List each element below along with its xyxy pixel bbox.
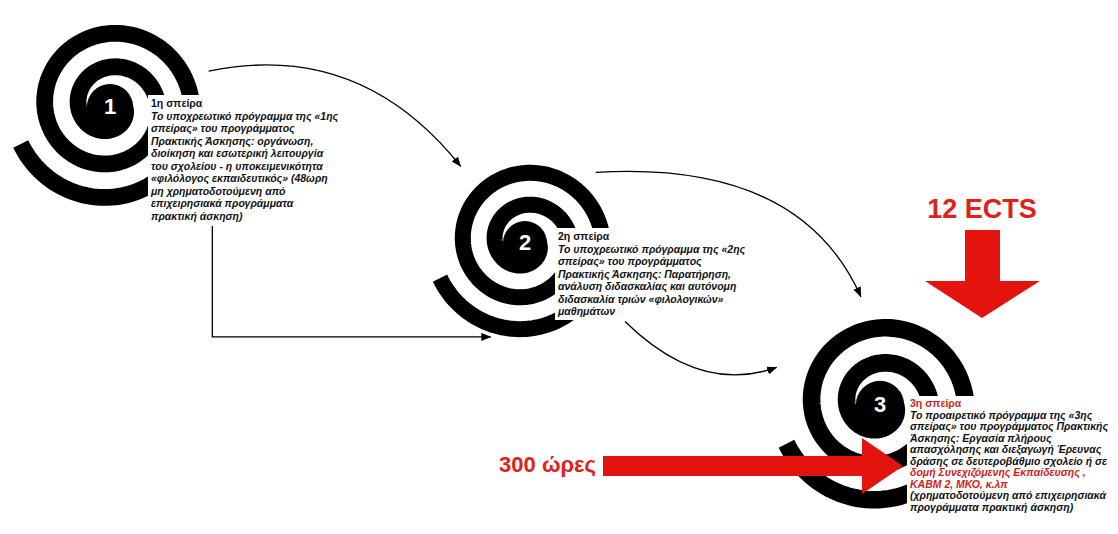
spiral-core [856,381,904,429]
callout-label: 300 ώρες [499,452,596,477]
stage-text-box: 1η σπείραΤο υποχρεωτικό πρόγραμμα της «1… [148,95,343,224]
stage-heading: 3η σπείρα [910,398,1109,410]
connector-arrow [625,322,777,375]
stage-heading: 1η σπείρα [151,97,340,110]
stage-number: 3 [874,394,886,416]
right-arrow [603,438,903,494]
stage-description: Το προαιρετικό πρόγραμμα της «3ης σπείρα… [910,409,1108,467]
stage-text-box: 3η σπείραΤο προαιρετικό πρόγραμμα της «3… [907,396,1112,515]
spiral-core [503,221,547,265]
description-paragraph: Το υποχρεωτικό πρόγραμμα της «1ης σπείρα… [151,110,340,223]
stage-heading: 2η σπείρα [558,230,752,243]
stage-number: 2 [519,232,531,254]
callout-label: 12 ECTS [912,194,1052,225]
stage-text-box: 2η σπείραΤο υποχρεωτικό πρόγραμμα της «2… [555,228,755,320]
stage-description: (χρηματοδοτούμενη από επιχειρησιακά προγ… [910,489,1106,513]
stage-description: Το υποχρεωτικό πρόγραμμα της «2ης σπείρα… [558,243,745,318]
stage-number: 1 [104,96,116,118]
description-paragraph: Το προαιρετικό πρόγραμμα της «3ης σπείρα… [910,410,1109,514]
spiral-core [87,84,133,130]
stage-description: Το υποχρεωτικό πρόγραμμα της «1ης σπείρα… [151,110,338,222]
description-paragraph: Το υποχρεωτικό πρόγραμμα της «2ης σπείρα… [558,243,752,318]
down-arrow [925,230,1040,318]
highlighted-description: δομή Συνεχιζόμενης Εκπαίδευσης , ΚΑΒΜ 2,… [910,466,1086,490]
